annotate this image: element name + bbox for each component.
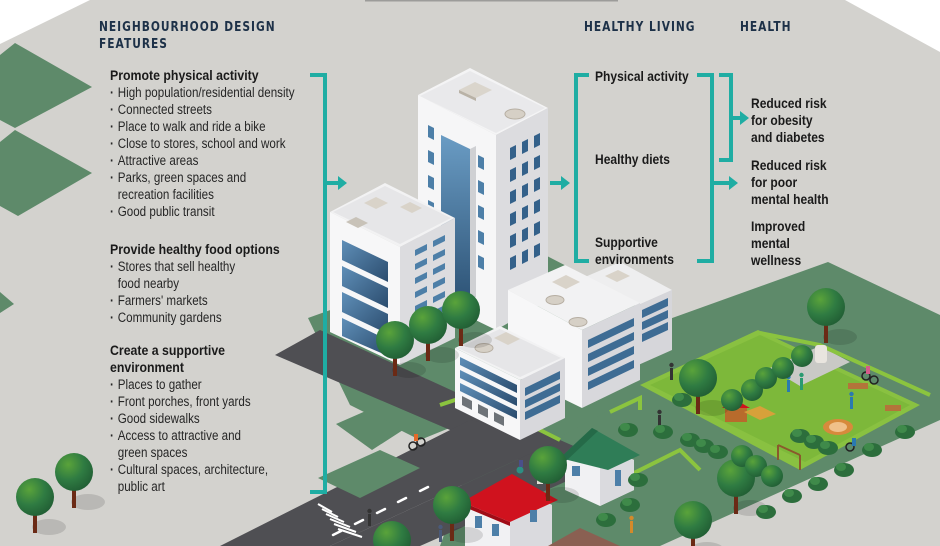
feature-item: Good public transit [110,203,295,220]
feature-item: Farmers' markets [110,292,295,309]
feature-group-title: Promote physical activity [110,67,259,83]
feature-list: Places to gather Front porches, front ya… [110,376,325,495]
feature-item: Close to stores, school and work [110,135,295,152]
feature-list: High population/residential density Conn… [110,84,325,220]
house-green-roof [560,428,640,506]
feature-item: Access to attractive and green spaces [110,427,295,461]
feature-group-title: Create a supportive environment [110,342,226,375]
heading-health: HEALTH [740,20,792,35]
office-building-left [330,183,455,365]
heading-line: FEATURES [99,37,168,52]
bracket-arrow-icon [310,73,742,494]
house-brown-roof [548,528,620,546]
heading-line: NEIGHBOURHOOD DESIGN [99,20,276,35]
feature-item: High population/residential density [110,84,295,101]
feature-item: Places to gather [110,376,295,393]
feature-item: Place to walk and ride a bike [110,118,295,135]
heading-design-features: NEIGHBOURHOOD DESIGN FEATURES [99,19,276,53]
healthy-living-physical-activity: Physical activity [595,68,689,84]
health-outcome-mental-wellness: Improved mental wellness [751,218,806,268]
heading-healthy-living: HEALTHY LIVING [584,20,696,35]
feature-item: Front porches, front yards [110,393,295,410]
healthy-living-healthy-diets: Healthy diets [595,151,670,167]
health-outcome-mental-health: Reduced risk for poor mental health [751,157,829,207]
feature-group-physical-activity: Promote physical activity High populatio… [110,67,325,220]
health-outcome-obesity-diabetes: Reduced risk for obesity and diabetes [751,95,827,145]
people [367,362,879,542]
feature-item: Attractive areas [110,152,295,169]
feature-item: Parks, green spaces and recreation facil… [110,169,295,203]
feature-item: Stores that sell healthy food nearby [110,258,295,292]
healthy-living-supportive-environments: Supportive environments [595,234,674,267]
office-building-rear [585,262,672,366]
feature-group-supportive-environment: Create a supportive environment Places t… [110,342,325,495]
feature-group-title: Provide healthy food options [110,241,280,257]
feature-item: Community gardens [110,309,295,326]
feature-item: Cultural spaces, architecture, public ar… [110,461,295,495]
feature-list: Stores that sell healthy food nearby Far… [110,258,325,326]
feature-group-healthy-food: Provide healthy food options Stores that… [110,241,325,326]
feature-item: Connected streets [110,101,295,118]
arrow-right-icon [338,111,749,190]
park-trees [721,345,813,487]
feature-item: Good sidewalks [110,410,295,427]
house-red-roof [462,474,558,546]
